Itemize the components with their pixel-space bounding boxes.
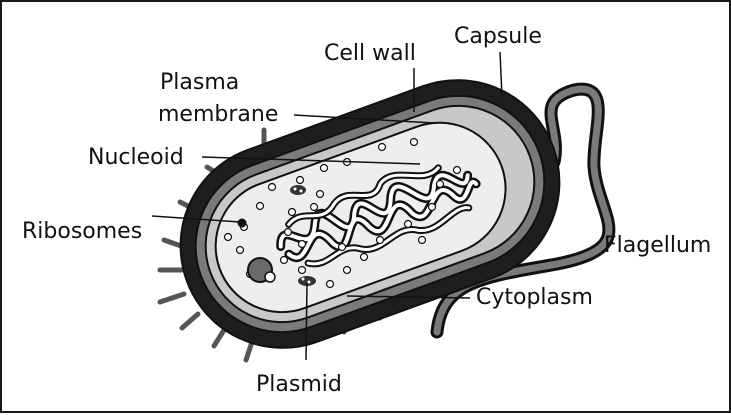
label-plasma-membrane-line2: membrane (158, 102, 278, 127)
label-cytoplasm: Cytoplasm (476, 285, 593, 310)
ribosome-highlight (238, 219, 247, 228)
label-flagellum: Flagellum (604, 233, 711, 258)
label-nucleoid: Nucleoid (88, 145, 184, 170)
label-cell-wall: Cell wall (324, 41, 416, 66)
label-plasmid: Plasmid (256, 372, 342, 397)
label-ribosomes: Ribosomes (22, 219, 142, 244)
label-plasma-membrane-line1: Plasma (160, 70, 239, 95)
label-capsule: Capsule (454, 24, 542, 49)
